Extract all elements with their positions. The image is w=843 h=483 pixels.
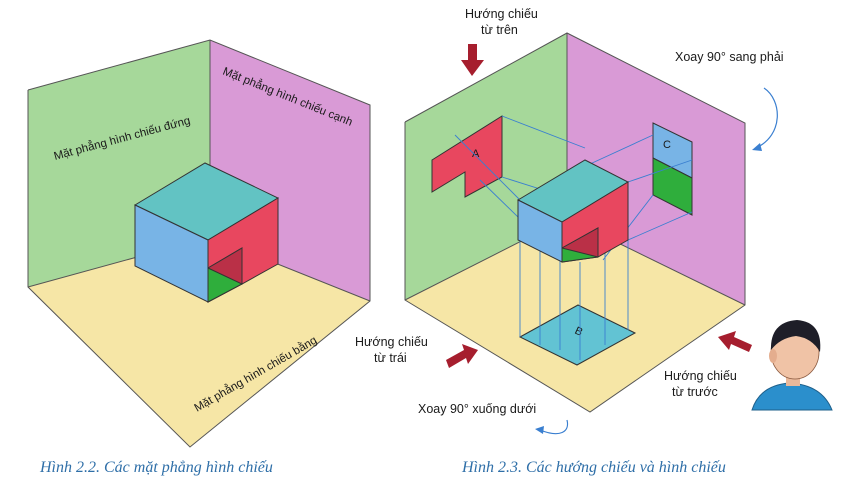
l-shaped-block-2: [516, 159, 630, 263]
arrow-from-front: [718, 331, 752, 352]
figure-projection-planes: Mặt phẳng hình chiếu đứng Mặt phẳng hình…: [27, 39, 371, 476]
top-view-projection-b: [518, 304, 637, 366]
top-direction-label-2: từ trên: [481, 23, 518, 37]
face-c-label: C: [663, 139, 671, 151]
arrow-from-top: [461, 44, 484, 76]
rotate-down-label: Xoay 90° xuống dưới: [418, 402, 536, 416]
horizontal-projection-plane: [28, 237, 370, 447]
figure-projection-directions: A C B: [355, 7, 833, 476]
rotate-down-curve: [539, 419, 569, 435]
rotate-right-curve: [755, 87, 778, 149]
rotate-right-label: Xoay 90° sang phải: [675, 50, 784, 64]
left-direction-label-2: từ trái: [374, 351, 407, 365]
face-b-label: B: [573, 325, 585, 339]
figure-2-3-caption: Hình 2.3. Các hướng chiếu và hình chiếu: [461, 459, 726, 476]
arrow-from-left: [446, 344, 478, 368]
viewer-person-icon: [751, 320, 833, 411]
face-a-label: A: [472, 148, 480, 160]
front-direction-label-1: Hướng chiếu: [664, 369, 737, 383]
top-direction-label-1: Hướng chiếu: [465, 7, 538, 21]
side-view-projection-c: [652, 122, 693, 216]
left-direction-label-1: Hướng chiếu: [355, 335, 428, 349]
block-notch-face: [207, 267, 244, 303]
figure-2-2-caption: Hình 2.2. Các mặt phẳng hình chiếu: [39, 459, 273, 476]
front-direction-label-2: từ trước: [672, 385, 718, 399]
l-shaped-block: [133, 162, 280, 303]
